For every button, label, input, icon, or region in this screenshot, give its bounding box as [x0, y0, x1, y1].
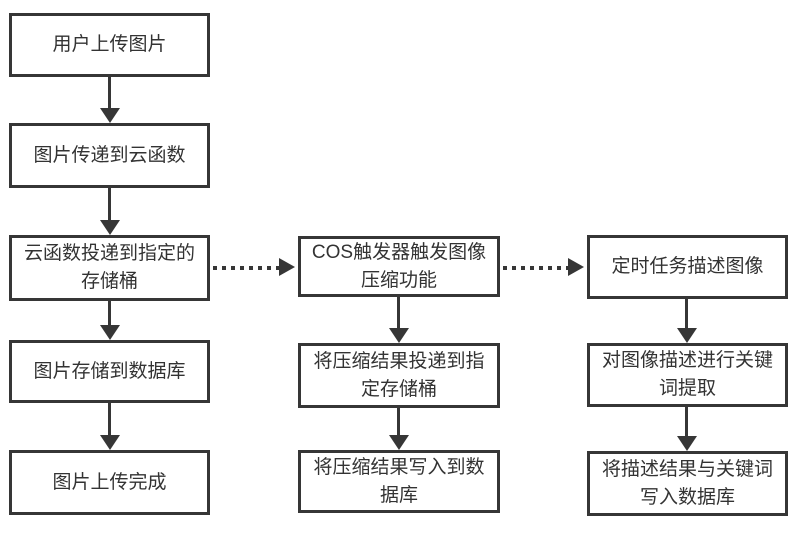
node-image-to-cloud-function: 图片传递到云函数 [9, 123, 210, 188]
arrow-down-connector [100, 301, 120, 340]
arrow-line [108, 403, 111, 437]
arrow-line [685, 299, 688, 330]
node-timer-describe-image: 定时任务描述图像 [587, 235, 788, 299]
dotted-arrow-connector [213, 258, 295, 276]
arrow-down-connector [100, 188, 120, 235]
arrow-down-icon [677, 328, 697, 343]
arrow-down-icon [100, 108, 120, 123]
arrow-line [108, 301, 111, 327]
node-function-to-bucket: 云函数投递到指定的 存储桶 [9, 235, 210, 301]
arrow-right-icon [279, 258, 295, 276]
arrow-line [108, 188, 111, 222]
node-compress-result-to-bucket: 将压缩结果投递到指 定存储桶 [298, 343, 500, 408]
arrow-down-icon [100, 435, 120, 450]
dotted-line [213, 266, 280, 270]
arrow-down-connector [100, 77, 120, 123]
node-upload-complete: 图片上传完成 [9, 450, 210, 515]
arrow-line [397, 297, 400, 330]
node-compress-result-to-database: 将压缩结果写入到数 据库 [298, 450, 500, 513]
arrow-down-connector [677, 407, 697, 451]
arrow-down-icon [100, 325, 120, 340]
node-cos-trigger-compress: COS触发器触发图像 压缩功能 [298, 236, 500, 297]
arrow-down-icon [389, 328, 409, 343]
node-image-to-database: 图片存储到数据库 [9, 340, 210, 403]
node-keyword-extraction: 对图像描述进行关键 词提取 [587, 343, 788, 407]
arrow-down-connector [389, 408, 409, 450]
arrow-line [685, 407, 688, 438]
dotted-line [503, 266, 569, 270]
node-description-keywords-to-database: 将描述结果与关键词 写入数据库 [587, 451, 788, 516]
arrow-right-icon [568, 258, 584, 276]
arrow-down-icon [389, 435, 409, 450]
arrow-down-icon [677, 436, 697, 451]
arrow-down-connector [389, 297, 409, 343]
dotted-arrow-connector [503, 258, 584, 276]
node-user-upload: 用户上传图片 [9, 13, 210, 77]
arrow-down-connector [677, 299, 697, 343]
arrow-line [108, 77, 111, 110]
arrow-down-icon [100, 220, 120, 235]
arrow-line [397, 408, 400, 437]
arrow-down-connector [100, 403, 120, 450]
